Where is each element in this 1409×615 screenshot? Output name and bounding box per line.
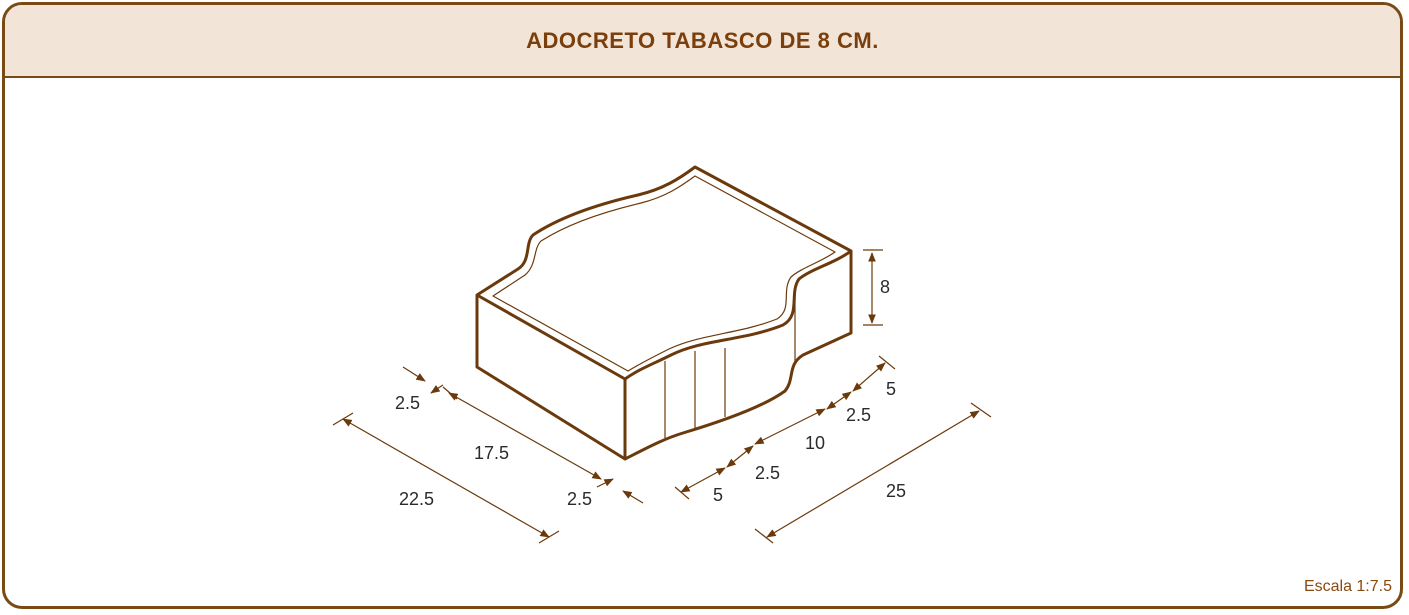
scale-label: Escala 1:7.5 <box>1303 578 1392 595</box>
dim-label-height: 8 <box>880 277 890 297</box>
dim-label-total-width: 22.5 <box>399 489 434 509</box>
dim-label-right-inner: 2.5 <box>846 405 871 425</box>
dim-tick <box>674 486 690 500</box>
dim-tick <box>754 528 774 544</box>
paver-drawing: 8 5 2.5 10 2.5 5 25 2.5 17.5 2.5 22.5 <box>332 165 992 544</box>
page-title: ADOCRETO TABASCO DE 8 CM. <box>526 27 879 53</box>
dim-tick <box>878 355 896 370</box>
dim-line-side-length <box>448 392 602 480</box>
dim-label-right-center: 10 <box>805 433 825 453</box>
dim-line-top-offset-2 <box>430 384 444 394</box>
block-right-face <box>624 251 853 461</box>
dim-label-front-end: 5 <box>713 485 723 505</box>
dim-label-right-end: 5 <box>886 379 896 399</box>
dim-label-bottom-offset: 2.5 <box>567 489 592 509</box>
dim-tick <box>970 402 992 418</box>
dim-line-front-end <box>680 467 726 493</box>
dim-tick <box>442 386 458 400</box>
header-bar: ADOCRETO TABASCO DE 8 CM. <box>5 5 1400 78</box>
dim-line-bottom-offset <box>622 490 644 504</box>
block-top-inset <box>492 175 836 372</box>
dim-label-total-length: 25 <box>886 481 906 501</box>
dim-line-right-end <box>852 362 886 392</box>
dim-line-front-inner <box>726 445 754 468</box>
dim-label-side-length: 17.5 <box>474 443 509 463</box>
dim-line-total-length <box>766 410 980 538</box>
dim-label-top-offset: 2.5 <box>395 393 420 413</box>
block-left-face <box>475 295 627 461</box>
dim-tick <box>332 412 354 426</box>
block-top-outline <box>475 165 853 381</box>
dim-tick <box>538 530 560 544</box>
dim-line-top-offset <box>402 366 426 382</box>
dim-line-right-inner <box>826 391 852 410</box>
dim-label-front-inner: 2.5 <box>755 463 780 483</box>
dim-line-bottom-offset-2 <box>596 478 614 488</box>
dim-line-total-width <box>342 418 550 538</box>
